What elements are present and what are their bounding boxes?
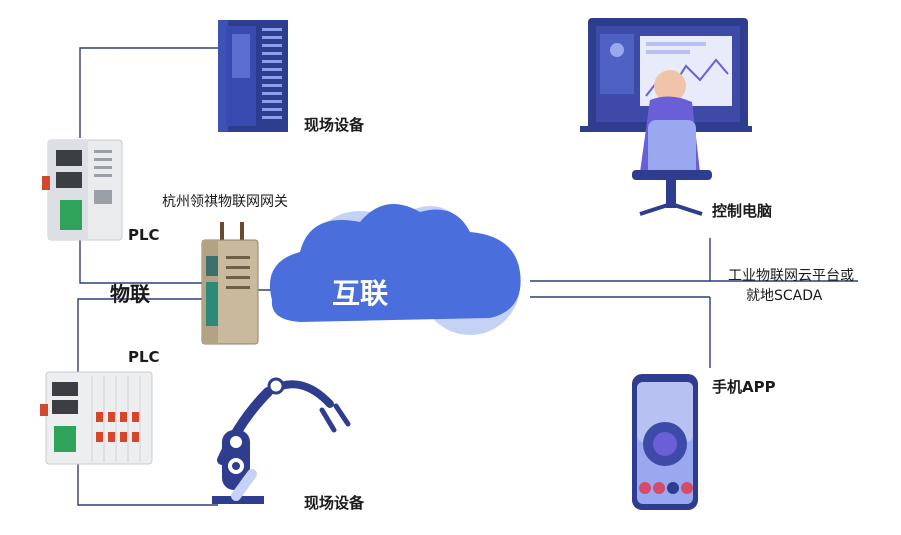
plc-top-label: PLC xyxy=(128,226,160,244)
cabinet-icon xyxy=(218,20,288,132)
iot-gateway-icon xyxy=(201,222,259,345)
line-plc-bottom-to-robot xyxy=(77,464,218,506)
line-plc-top-to-gateway xyxy=(79,240,205,284)
field-device-top-label: 现场设备 xyxy=(304,116,365,134)
cloud-icon xyxy=(269,204,521,335)
plc-device-icon xyxy=(42,139,123,241)
connection-lines xyxy=(77,47,858,506)
robot-arm-icon xyxy=(212,377,351,504)
mobile-phone-icon xyxy=(632,374,698,510)
mobile-app-label: 手机APP xyxy=(712,378,776,396)
iot-platform-label-line2: 就地SCADA xyxy=(746,288,823,304)
line-plc-top-to-field-device xyxy=(79,47,218,138)
gateway-name-label: 杭州领祺物联网网关 xyxy=(162,194,288,210)
control-pc-label: 控制电脑 xyxy=(712,202,773,220)
cloud-label: 互联 xyxy=(332,277,389,310)
field-device-bottom-label: 现场设备 xyxy=(304,494,365,512)
iot-platform-label-line1: 工业物联网云平台或 xyxy=(728,268,854,284)
plc-io-module-icon xyxy=(40,371,153,465)
control-computer-icon xyxy=(580,18,752,216)
plc-bottom-label: PLC xyxy=(128,348,160,366)
line-plc-bottom-to-gateway xyxy=(77,298,205,378)
wulian-label: 物联 xyxy=(110,282,150,306)
